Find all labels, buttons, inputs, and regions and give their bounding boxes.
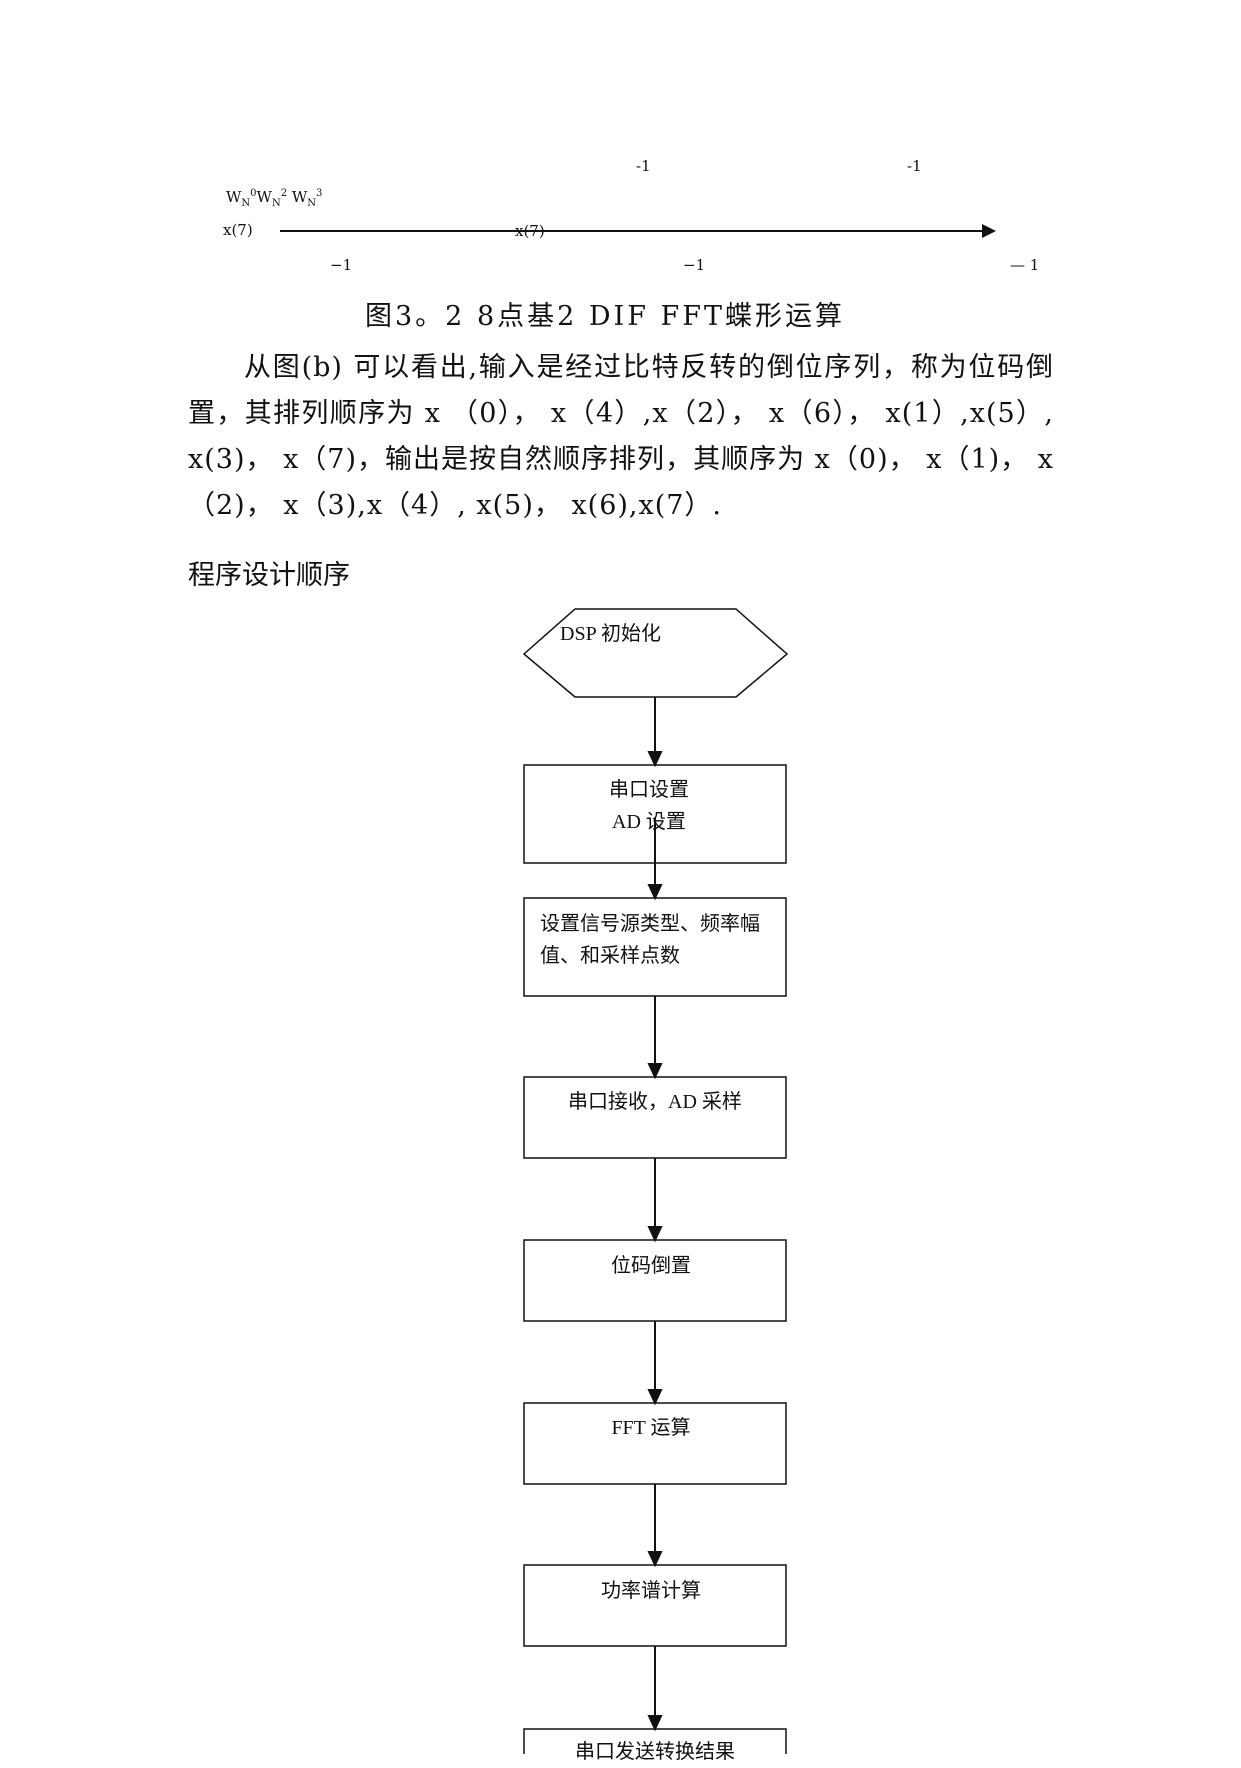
flowchart-step-4: 位码倒置 (611, 1255, 691, 1277)
connector-4-arrowhead (647, 1226, 663, 1243)
butterfly-minus-one-top-1: -1 (636, 157, 651, 175)
butterfly-minus-one-top-2: -1 (907, 157, 922, 175)
body-paragraph: 从图(b) 可以看出,输入是经过比特反转的倒位序列，称为位码倒置，其排列顺序为 … (188, 352, 1054, 521)
flowchart-step-5: FFT 运算 (611, 1417, 691, 1439)
butterfly-minus-one-bottom-1: −1 (330, 256, 353, 274)
connector-7-arrowhead (647, 1715, 663, 1732)
butterfly-minus-one-bottom-2: −1 (683, 256, 706, 274)
connector-6-arrowhead (647, 1551, 663, 1568)
connector-1-arrowhead (647, 751, 663, 768)
butterfly-input-label: x(7) (223, 221, 253, 239)
twiddle-factors: WN0WN2 WN3 (226, 188, 323, 209)
flowchart-step-6: 功率谱计算 (601, 1580, 701, 1602)
butterfly-line-arrow (280, 224, 996, 238)
figure-caption: 图3。2 8点基2 DIF FFT蝶形运算 (365, 301, 845, 332)
flowchart-step-3: 串口接收，AD 采样 (568, 1091, 742, 1113)
flowchart-start-label: DSP 初始化 (560, 623, 661, 645)
connector-3-arrowhead (647, 1063, 663, 1080)
section-heading: 程序设计顺序 (188, 560, 350, 591)
connector-2-arrowhead (647, 884, 663, 901)
flowchart-start-shape (522, 608, 789, 698)
flowchart-step-2: 设置信号源类型、频率幅 值、和采样点数 (540, 913, 760, 967)
flowchart-step-7: 串口发送转换结果 (575, 1741, 735, 1763)
butterfly-minus-one-bottom-3: — 1 (1010, 256, 1040, 274)
flowchart-step-1: 串口设置 AD 设置 (609, 779, 689, 833)
connector-5-arrowhead (647, 1389, 663, 1406)
